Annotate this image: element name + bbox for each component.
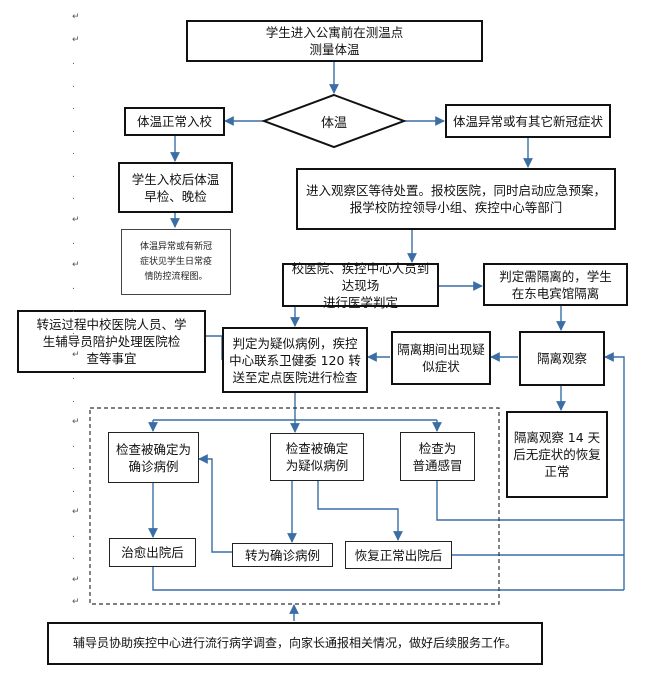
paragraph-mark: . — [72, 192, 75, 202]
paragraph-mark: ↵ — [72, 417, 80, 427]
node-observation-area: 进入观察区等待处置。报校医院，同时启动应急预案， 报学校防控领导小组、疾控中心等… — [296, 168, 616, 230]
paragraph-mark: ↵ — [72, 349, 80, 360]
node-isolation-observe: 隔离观察 — [519, 331, 605, 386]
paragraph-mark: . — [72, 102, 75, 112]
node-normal-entry: 体温正常入校 — [124, 107, 225, 136]
paragraph-mark: ↵ — [72, 214, 80, 225]
paragraph-mark: . — [72, 57, 75, 67]
edge-toconfirmed-confirmed — [198, 454, 232, 553]
paragraph-mark: . — [72, 79, 75, 90]
paragraph-mark: ↵ — [72, 507, 80, 517]
paragraph-mark: ↵ — [72, 574, 80, 585]
paragraph-mark: . — [72, 439, 75, 450]
node-abnormal-symptoms: 体温异常或有其它新冠症状 — [445, 104, 611, 138]
node-suspected-transfer: 判定为疑似病例，疾控 中心联系卫健委 120 转 送至定点医院进行检查 — [222, 327, 368, 393]
paragraph-mark: ↵ — [72, 12, 80, 22]
paragraph-mark: . — [72, 237, 75, 247]
edge-cold-right — [436, 481, 624, 521]
paragraph-mark: . — [72, 484, 75, 495]
paragraph-mark: . — [72, 282, 75, 292]
edge-suspect-recover — [317, 481, 403, 541]
node-start-measure: 学生进入公寓前在测温点 测量体温 — [186, 20, 483, 62]
node-common-cold: 检查为 普通感冒 — [400, 432, 475, 481]
node-transfer-escort: 转运过程中校医院人员、学 生辅导员陪护处理医院检 查等事宜 — [17, 310, 206, 373]
temperature-decision-diamond — [261, 93, 407, 149]
node-counselor-followup: 辅导员协助疾控中心进行流行病学调查，向家长通报相关情况，做好后续服务工作。 — [47, 622, 543, 665]
paragraph-mark: . — [72, 552, 75, 562]
node-to-confirmed: 转为确诊病例 — [232, 543, 333, 567]
paragraph-mark: . — [72, 327, 75, 337]
paragraph-mark: ↵ — [72, 597, 80, 607]
paragraph-mark: . — [72, 124, 75, 135]
paragraph-mark: ↵ — [72, 34, 80, 45]
node-symptom-during-isolation: 隔离期间出现疑 似症状 — [391, 331, 491, 385]
node-confirmed-case: 检查被确定为 确诊病例 — [108, 432, 199, 483]
node-cured-discharge: 治愈出院后 — [109, 538, 196, 567]
node-recover-discharge: 恢复正常出院后 — [345, 541, 452, 569]
paragraph-mark: . — [72, 169, 75, 180]
edge-transfer-suspected — [206, 335, 223, 360]
paragraph-mark: . — [72, 304, 75, 315]
decision-label: 体温 — [320, 115, 347, 131]
paragraph-mark: ↵ — [72, 259, 80, 270]
paragraph-mark: . — [72, 147, 75, 157]
node-daily-note: 体温异常或有新冠 症状见学生日常疫 情防控流程图。 — [121, 229, 231, 295]
node-arrive-judge: 校医院、疾控中心人员到达现场 进行医学判定 — [282, 261, 439, 310]
node-need-isolation: 判定需隔离的，学生 在东电宾馆隔离 — [483, 263, 628, 306]
edge-cured-bottom — [152, 567, 624, 591]
paragraph-mark: . — [72, 462, 75, 472]
node-daily-check: 学生入校后体温 早检、晚检 — [118, 162, 233, 213]
paragraph-mark: . — [72, 372, 75, 382]
node-recover-14-days: 隔离观察 14 天 后无症状的恢复 正常 — [506, 411, 608, 498]
paragraph-mark: . — [72, 529, 75, 540]
paragraph-mark: . — [72, 394, 75, 405]
edge-right-return — [604, 352, 625, 590]
node-suspect-case: 检查被确定 为疑似病例 — [270, 433, 364, 481]
outcome-group-dashed-frame — [89, 407, 500, 605]
